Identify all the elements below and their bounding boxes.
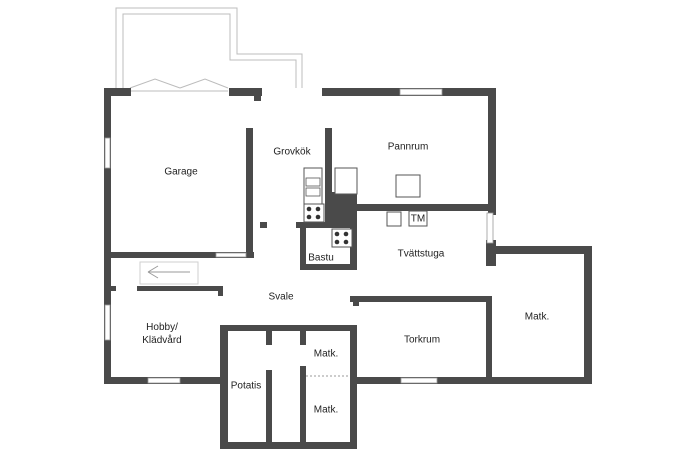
wall-torkrum-right bbox=[486, 296, 492, 384]
wall-hobby-right-stub bbox=[218, 286, 223, 296]
stove-burner bbox=[306, 206, 312, 212]
room-label-matk-right: Matk. bbox=[524, 311, 550, 323]
window-garage-left bbox=[104, 137, 111, 169]
wall-right-upper bbox=[488, 88, 496, 215]
wall-garage-bottom bbox=[104, 252, 254, 258]
room-label-matk-upper: Matk. bbox=[313, 348, 339, 360]
wall-matk-left-upper bbox=[300, 331, 306, 345]
wall-hobby-top bbox=[137, 286, 223, 291]
room-label-potatis: Potatis bbox=[230, 380, 262, 392]
tumble-dryer bbox=[408, 210, 428, 227]
window-torkrum-bottom bbox=[400, 377, 438, 384]
room-label-hobby: Hobby/ Klädvård bbox=[142, 322, 182, 346]
wall-extension-top bbox=[220, 325, 357, 331]
stairs-arrow bbox=[139, 261, 199, 285]
boiler bbox=[334, 167, 358, 195]
wall-grovkok-small bbox=[260, 222, 267, 228]
wall-annex-right bbox=[584, 246, 592, 384]
window-top-right bbox=[399, 88, 443, 96]
room-label-svale: Svale bbox=[268, 291, 294, 303]
wall-annex-bottom bbox=[488, 377, 592, 384]
wall-core bbox=[325, 192, 357, 228]
wall-bastu-right bbox=[350, 228, 357, 270]
stub-svale-left bbox=[111, 286, 116, 291]
room-label-tvattstuga: Tvättstuga bbox=[397, 248, 445, 260]
wall-bastu-bottom bbox=[300, 264, 357, 270]
stub-svale-mid bbox=[353, 296, 359, 306]
wall-potatis-right bbox=[266, 370, 272, 449]
garage-door bbox=[129, 78, 229, 92]
wall-stubs bbox=[111, 93, 359, 306]
stove-grovkok bbox=[303, 203, 325, 223]
wall-extension-right bbox=[350, 325, 357, 449]
wall-pannrum-left bbox=[325, 128, 332, 192]
stove-burner bbox=[315, 214, 321, 220]
room-label-garage: Garage bbox=[164, 166, 198, 178]
wall-tvatt-bottom bbox=[357, 296, 492, 302]
grovkok-appliances bbox=[303, 167, 325, 223]
water-heater bbox=[395, 174, 421, 198]
walls bbox=[104, 88, 592, 449]
wall-pannrum-bottom bbox=[330, 204, 492, 211]
wall-garage-right bbox=[246, 128, 253, 258]
room-label-pannrum: Pannrum bbox=[387, 141, 429, 153]
appliance-sink-2 bbox=[305, 187, 321, 197]
room-label-grovkok: Grovkök bbox=[273, 146, 311, 158]
wall-matk-upper-top bbox=[300, 325, 357, 331]
room-label-matk-lower: Matk. bbox=[313, 404, 339, 416]
window-garage-bottom bbox=[215, 252, 247, 258]
wall-top-left bbox=[104, 88, 131, 96]
wall-matk-left-lower bbox=[300, 366, 306, 442]
windows bbox=[104, 88, 494, 384]
window-hobby-bottom bbox=[147, 377, 181, 384]
room-label-torkrum: Torkrum bbox=[403, 334, 441, 346]
stub-top-left bbox=[254, 93, 261, 101]
bastu-stove bbox=[331, 228, 353, 248]
room-label-bastu: Bastu bbox=[308, 252, 334, 264]
window-tvatt-right bbox=[486, 212, 494, 244]
wall-grovkok-bottom bbox=[296, 222, 326, 228]
pannrum-appliances bbox=[334, 167, 421, 198]
wall-left-upper bbox=[104, 88, 111, 288]
wall-annex-top bbox=[486, 246, 592, 254]
wall-bottom-extension bbox=[220, 442, 357, 449]
wall-potatis-left bbox=[220, 325, 228, 449]
patio-outline bbox=[115, 7, 303, 88]
wall-svale-lower bbox=[266, 325, 272, 345]
stove-burner bbox=[306, 214, 312, 220]
room-label-tm: TM bbox=[410, 213, 426, 225]
appliance-sink-1 bbox=[305, 177, 321, 187]
washing-machine bbox=[386, 211, 402, 227]
wall-top-mid bbox=[229, 88, 262, 96]
wall-torkrum-left bbox=[350, 331, 357, 381]
wall-bastu-left bbox=[300, 222, 306, 270]
laundry-machines bbox=[386, 210, 428, 227]
window-hobby-left bbox=[104, 304, 111, 341]
stove-burner bbox=[315, 206, 321, 212]
